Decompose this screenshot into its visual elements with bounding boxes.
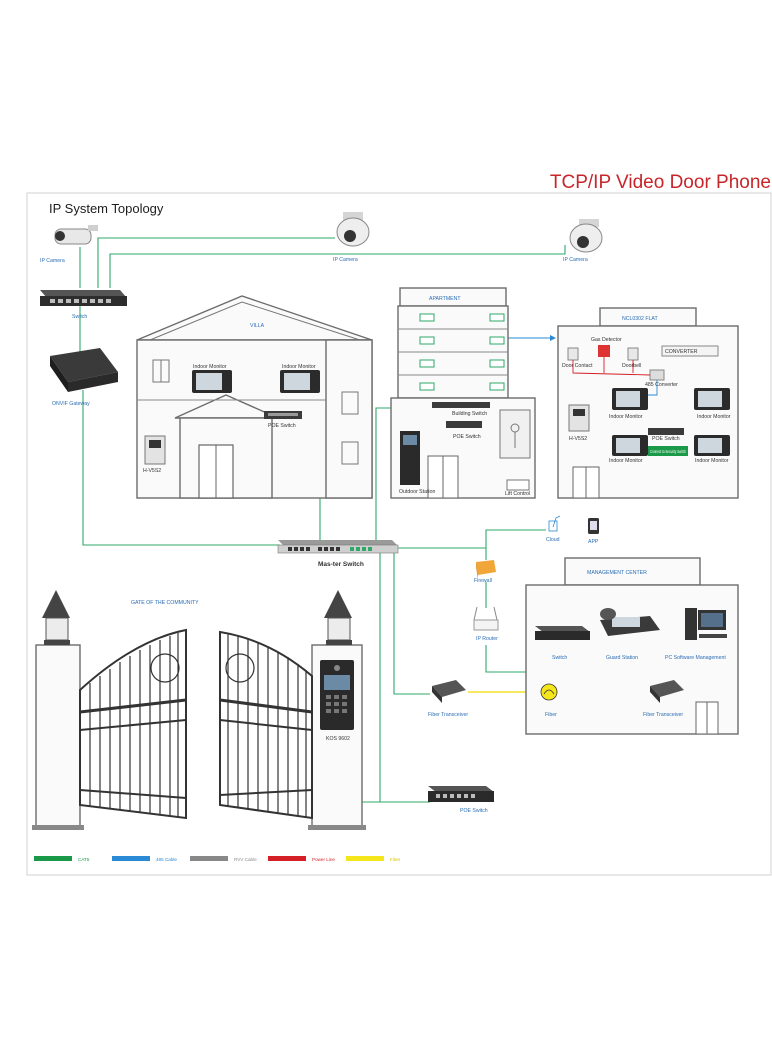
fiber-icon xyxy=(540,683,558,701)
ip-router-label: IP Router xyxy=(476,636,498,642)
gate-label: GATE OF THE COMMUNITY xyxy=(131,600,199,606)
apartment-label: APARTMENT xyxy=(429,296,461,302)
villa-building xyxy=(136,295,373,499)
network-switch-icon xyxy=(535,626,590,640)
network-switch-icon xyxy=(40,290,127,306)
ip-camera-dome-icon xyxy=(336,212,370,247)
apartment-building xyxy=(390,287,536,499)
legend-swatch xyxy=(268,856,306,861)
poe-switch-icon xyxy=(264,411,302,419)
indoor-monitor-icon xyxy=(612,388,648,410)
flat-indoor-monitor-4-label: Indoor Monitor xyxy=(695,458,729,464)
fiber-label: Fiber xyxy=(545,712,557,718)
indoor-monitor-icon xyxy=(612,435,648,456)
diagram-frame xyxy=(26,192,772,876)
flat-indoor-monitor-2-label: Indoor Monitor xyxy=(697,414,731,420)
mc-switch-label: Switch xyxy=(552,655,567,661)
cloud-label: Cloud xyxy=(546,537,560,543)
flat-indoor-monitor-1-label: Indoor Monitor xyxy=(609,414,643,420)
cable-legend: CAT5 485 Cable RVV Cable Power Line Fiber xyxy=(34,856,401,862)
converter-box-label: CONVERTER xyxy=(665,349,698,355)
ip-camera-3-label: IP Camera xyxy=(563,257,588,263)
flat-indoor-monitor-3-label: Indoor Monitor xyxy=(609,458,643,464)
lift-control-label: Lift Control xyxy=(505,491,530,497)
door-contact-label: Door Contact xyxy=(562,363,593,369)
management-center-label: MANAGEMENT CENTER xyxy=(587,570,647,576)
ip-router-icon xyxy=(473,606,499,631)
ip-camera-2-label: IP Camera xyxy=(333,257,358,263)
guard-station-label: Guard Station xyxy=(606,655,638,661)
ip-camera-dome-icon xyxy=(569,219,603,253)
legend-swatch xyxy=(346,856,384,861)
pc-software-label: PC Software Management xyxy=(665,655,726,661)
onvif-gateway-label: ONVIF Gateway xyxy=(52,401,90,407)
gas-detector-label: Gas Detector xyxy=(591,337,622,343)
indoor-monitor-icon xyxy=(694,435,730,456)
legend-swatch xyxy=(112,856,150,861)
villa-indoor-monitor-2-label: Indoor Monitor xyxy=(282,364,316,370)
pc-icon xyxy=(685,608,727,640)
villa-label: VILLA xyxy=(250,323,265,329)
outdoor-station-label: Outdoor Station xyxy=(399,489,435,495)
master-switch-label: Mas-ter Switch xyxy=(318,561,364,568)
firewall-icon xyxy=(476,560,496,580)
building-switch-label: Building Switch xyxy=(452,411,487,417)
legend-swatch xyxy=(34,856,72,861)
switch-label: Switch xyxy=(72,314,87,320)
indoor-monitor-icon xyxy=(694,388,730,410)
fiber-transceiver-icon xyxy=(432,680,466,703)
diagram-subtitle: IP System Topology xyxy=(49,201,164,216)
villa-indoor-monitor-1-label: Indoor Monitor xyxy=(193,364,227,370)
gate-outdoor-station-icon xyxy=(320,660,354,730)
outdoor-station-icon xyxy=(568,404,590,432)
legend-label: RVV Cable xyxy=(234,857,257,862)
gate-station-label: KOS 9602 xyxy=(326,736,350,742)
villa-poe-switch-label: POE Switch xyxy=(268,423,296,429)
master-switch-icon xyxy=(277,540,399,554)
smartphone-icon xyxy=(588,518,599,534)
legend-label: Fiber xyxy=(390,857,401,862)
indoor-monitor-icon xyxy=(192,370,232,393)
flat-poe-switch-label: POE Switch xyxy=(652,436,680,442)
poe-switch-icon xyxy=(648,428,684,435)
doorbell-label: Doorbell xyxy=(622,363,641,369)
poe-switch-icon xyxy=(428,786,494,802)
firewall-label: Firewall xyxy=(474,578,492,584)
apt-poe-switch-label: POE Switch xyxy=(453,434,481,440)
cloud-icon xyxy=(548,515,561,532)
legend-label: CAT5 xyxy=(78,857,90,862)
fiber-transceiver-1-label: Fiber Transceiver xyxy=(428,712,468,718)
ip-camera-bullet-icon xyxy=(54,225,98,245)
flat-building xyxy=(557,307,739,499)
outdoor-station-icon xyxy=(144,435,166,465)
legend-label: 485 Cable xyxy=(156,857,177,862)
onvif-gateway-icon xyxy=(50,348,118,392)
flat-outdoor-label: H-V5S2 xyxy=(569,436,587,442)
flat-label: NCL0302 FLAT xyxy=(622,316,658,322)
main-title: TCP/IP Video Door Phone xyxy=(550,172,771,193)
poe-switch-label: POE Switch xyxy=(460,808,488,814)
485-converter-label: 485 Converter xyxy=(645,382,678,388)
legend-swatch xyxy=(190,856,228,861)
guard-station-icon xyxy=(600,608,660,636)
fiber-transceiver-icon xyxy=(650,680,684,703)
security-switch-label: Connect to Security Switch xyxy=(650,449,686,454)
ip-camera-1-label: IP Camera xyxy=(40,258,65,264)
management-center-building xyxy=(525,557,739,735)
app-label: APP xyxy=(588,539,599,545)
fiber-transceiver-2-label: Fiber Transceiver xyxy=(643,712,683,718)
villa-outdoor-label: H-V5S2 xyxy=(143,468,161,474)
indoor-monitor-icon xyxy=(280,370,320,393)
legend-label: Power Line xyxy=(312,857,335,862)
